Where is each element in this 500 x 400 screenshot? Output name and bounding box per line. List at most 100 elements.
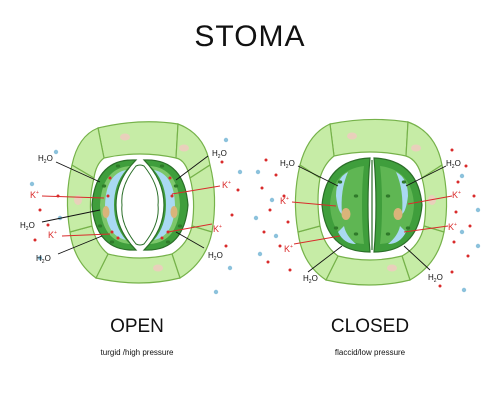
diagram-title: STOMA xyxy=(194,20,306,53)
potassium-ion xyxy=(268,208,272,212)
cell-nucleus xyxy=(179,144,189,152)
potassium-ion xyxy=(110,230,114,234)
pointer-line xyxy=(297,165,339,187)
water-label: H2O xyxy=(38,154,53,165)
water-label: H2O xyxy=(446,159,461,170)
cell-nucleus xyxy=(120,133,130,141)
pointer-line xyxy=(407,195,453,205)
open-right-vacuole xyxy=(154,170,175,240)
potassium-ion xyxy=(452,240,456,244)
potassium-ion xyxy=(264,158,268,162)
potassium-ion xyxy=(230,213,234,217)
open-inner-potassium xyxy=(106,176,174,240)
potassium-ion xyxy=(33,238,37,242)
water-label: H2O xyxy=(208,251,223,262)
cell-nucleus xyxy=(347,132,357,140)
open-state-label: OPEN xyxy=(110,316,164,337)
water-molecule xyxy=(475,243,481,249)
chloroplast xyxy=(177,224,183,228)
water-label: H2O xyxy=(303,274,318,285)
epidermal-cell xyxy=(97,121,179,159)
chloroplast xyxy=(109,240,115,244)
guard-cell-nucleus xyxy=(170,206,178,218)
potassium-label: K+ xyxy=(48,230,57,240)
open-left-guard-inner xyxy=(100,166,130,244)
open-stoma: H2O H2O H2O H2O H2O K+ K+ K+ K+ xyxy=(20,121,243,295)
closed-left-vacuole-lower xyxy=(338,226,356,244)
potassium-ion xyxy=(108,176,112,180)
guard-cell-nucleus xyxy=(341,208,351,220)
epidermal-cell xyxy=(95,253,181,284)
chloroplast xyxy=(385,232,391,236)
water-molecule xyxy=(461,287,467,293)
closed-water-pointers xyxy=(297,165,447,273)
potassium-ion xyxy=(236,188,240,192)
epidermal-cell xyxy=(325,255,411,286)
pointer-line xyxy=(57,235,103,255)
potassium-ion xyxy=(288,268,292,272)
potassium-ion xyxy=(170,194,174,198)
pointer-line xyxy=(403,245,431,271)
potassium-ion xyxy=(46,223,50,227)
closed-state-subtitle: flaccid/low pressure xyxy=(334,348,406,357)
potassium-ion xyxy=(160,236,164,240)
potassium-ion xyxy=(456,180,460,184)
potassium-ion xyxy=(438,284,442,288)
epidermal-cell xyxy=(329,118,409,157)
chloroplast xyxy=(401,180,407,184)
chloroplast xyxy=(337,180,343,184)
potassium-ion xyxy=(468,224,472,228)
chloroplast xyxy=(97,224,103,228)
pointer-line xyxy=(41,195,105,199)
potassium-label: K+ xyxy=(213,224,222,234)
potassium-ion xyxy=(116,236,120,240)
potassium-ion xyxy=(450,270,454,274)
closed-state-label: CLOSED xyxy=(330,316,410,337)
pointer-line xyxy=(403,225,449,233)
closed-potassium-pointers xyxy=(291,195,453,245)
potassium-ion xyxy=(464,164,468,168)
closed-stoma: H2O H2O H2O H2O K+ K+ K+ K+ xyxy=(253,118,481,293)
water-molecule xyxy=(213,289,219,295)
closed-right-vacuole-lower xyxy=(388,226,406,244)
pointer-line xyxy=(293,235,341,245)
potassium-ion xyxy=(260,186,264,190)
open-guard-cells xyxy=(91,159,189,251)
chloroplast xyxy=(353,232,359,236)
epidermal-cell xyxy=(71,127,105,179)
open-epidermal-cells xyxy=(66,121,216,284)
guard-cell-nucleus xyxy=(102,206,110,218)
chloroplast xyxy=(115,164,121,168)
chloroplast xyxy=(353,194,359,198)
water-molecule xyxy=(237,169,243,175)
potassium-ion xyxy=(38,208,42,212)
potassium-ion xyxy=(454,210,458,214)
potassium-label: K+ xyxy=(222,180,231,190)
pointer-line xyxy=(175,231,205,249)
water-label: H2O xyxy=(212,149,227,160)
potassium-ion xyxy=(224,244,228,248)
potassium-label: K+ xyxy=(30,190,39,200)
cell-nucleus xyxy=(153,264,163,272)
water-molecule xyxy=(53,149,59,155)
closed-chloroplasts xyxy=(333,180,411,236)
pointer-line xyxy=(291,201,337,207)
potassium-ion xyxy=(266,260,270,264)
open-water-pointers xyxy=(41,155,209,255)
water-molecule xyxy=(253,215,259,221)
pointer-line xyxy=(405,165,447,187)
water-molecule xyxy=(273,233,279,239)
chloroplast xyxy=(101,184,107,188)
open-chloroplasts xyxy=(97,164,183,244)
potassium-label: K+ xyxy=(280,196,289,206)
potassium-label: K+ xyxy=(448,222,457,232)
water-label: H2O xyxy=(20,221,35,232)
water-molecule xyxy=(37,255,43,261)
pointer-line xyxy=(175,155,209,181)
open-state-subtitle: turgid /high pressure xyxy=(100,348,174,357)
potassium-ion xyxy=(274,173,278,177)
water-molecule xyxy=(475,207,481,213)
potassium-ion xyxy=(466,254,470,258)
closed-outside-water xyxy=(253,169,481,293)
